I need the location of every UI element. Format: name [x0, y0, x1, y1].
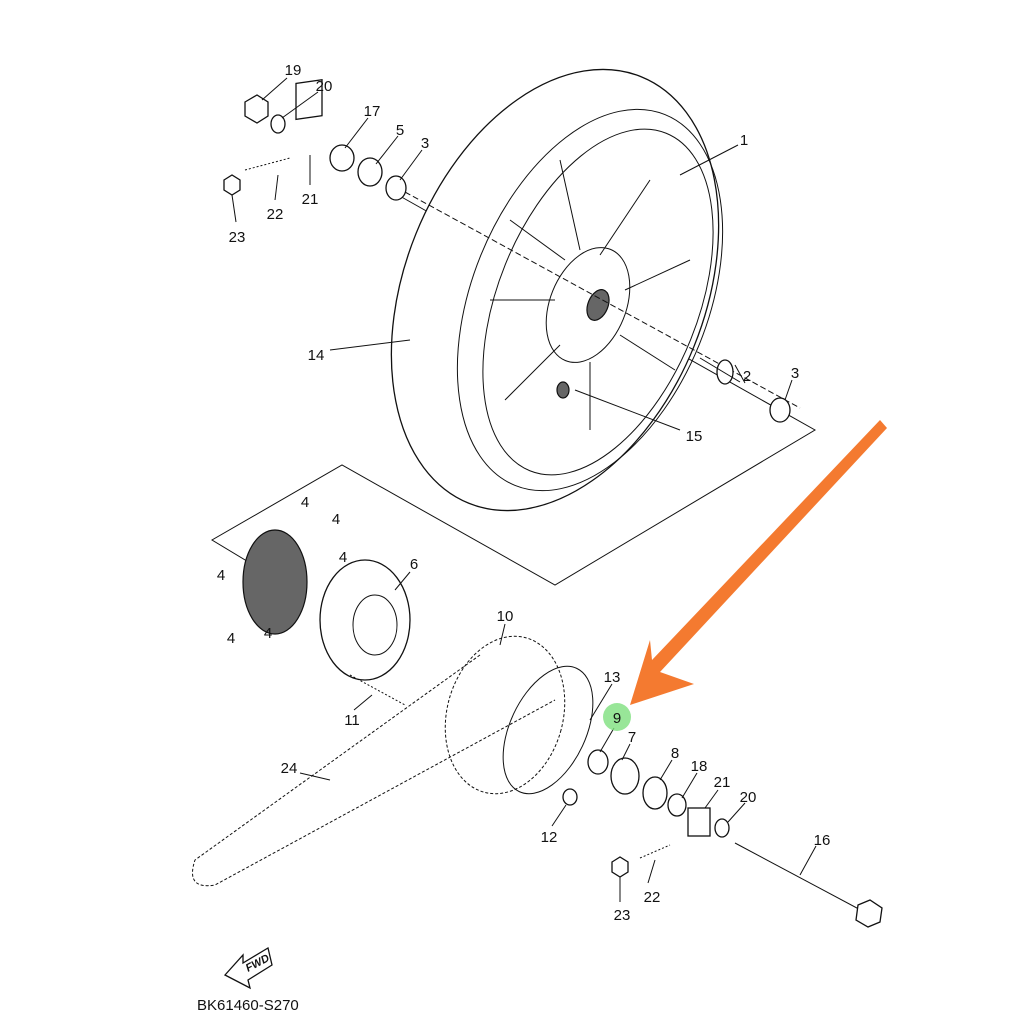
fwd-arrow-icon: FWD	[223, 946, 273, 990]
callout-2: 2	[743, 368, 751, 385]
callout-4a: 4	[301, 494, 309, 511]
diagram-code: BK61460-S270	[197, 997, 299, 1014]
hub-dampers	[242, 529, 411, 706]
callout-22: 22	[267, 206, 284, 223]
callout-11: 11	[344, 712, 360, 729]
callout-10: 10	[497, 608, 514, 625]
callout-17: 17	[364, 103, 381, 120]
callout-4e: 4	[227, 630, 235, 647]
callout-16: 16	[814, 832, 831, 849]
callout-4b: 4	[332, 511, 340, 528]
callout-4d: 4	[217, 567, 225, 584]
callout-4f: 4	[264, 625, 272, 642]
callout-24: 24	[281, 760, 298, 777]
top-hardware	[223, 79, 791, 423]
callout-13: 13	[604, 669, 621, 686]
callout-21: 21	[302, 191, 319, 208]
callout-20: 20	[316, 78, 333, 95]
callout-20b: 20	[740, 789, 757, 806]
callout-1: 1	[740, 132, 748, 149]
callout-15: 15	[686, 428, 703, 445]
callout-12: 12	[541, 829, 558, 846]
callout-19: 19	[285, 62, 302, 79]
axle-centerline	[404, 191, 801, 409]
callout-labels: 19 20 17 5 3 1 21 22 23 14 2 3 15 4 4 4 …	[217, 62, 831, 924]
rear-wheel	[390, 68, 724, 512]
callout-7: 7	[628, 729, 636, 746]
sprocket-chain	[192, 635, 883, 928]
callout-4c: 4	[339, 549, 347, 566]
pointer-arrow	[630, 420, 887, 705]
callout-6: 6	[410, 556, 418, 573]
callout-23: 23	[229, 229, 246, 246]
callout-8: 8	[671, 745, 679, 762]
callout-5: 5	[396, 122, 404, 139]
callout-3b: 3	[791, 365, 799, 382]
callout-18: 18	[691, 758, 708, 775]
leader-lines	[231, 77, 817, 902]
callout-9-highlighted[interactable]: 9	[613, 710, 621, 727]
callout-22b: 22	[644, 889, 661, 906]
callout-14: 14	[308, 347, 325, 364]
assembly-boundary-line	[211, 194, 816, 591]
callout-23b: 23	[614, 907, 631, 924]
callout-3: 3	[421, 135, 429, 152]
highlight-circle	[603, 703, 631, 731]
callout-21b: 21	[714, 774, 731, 791]
